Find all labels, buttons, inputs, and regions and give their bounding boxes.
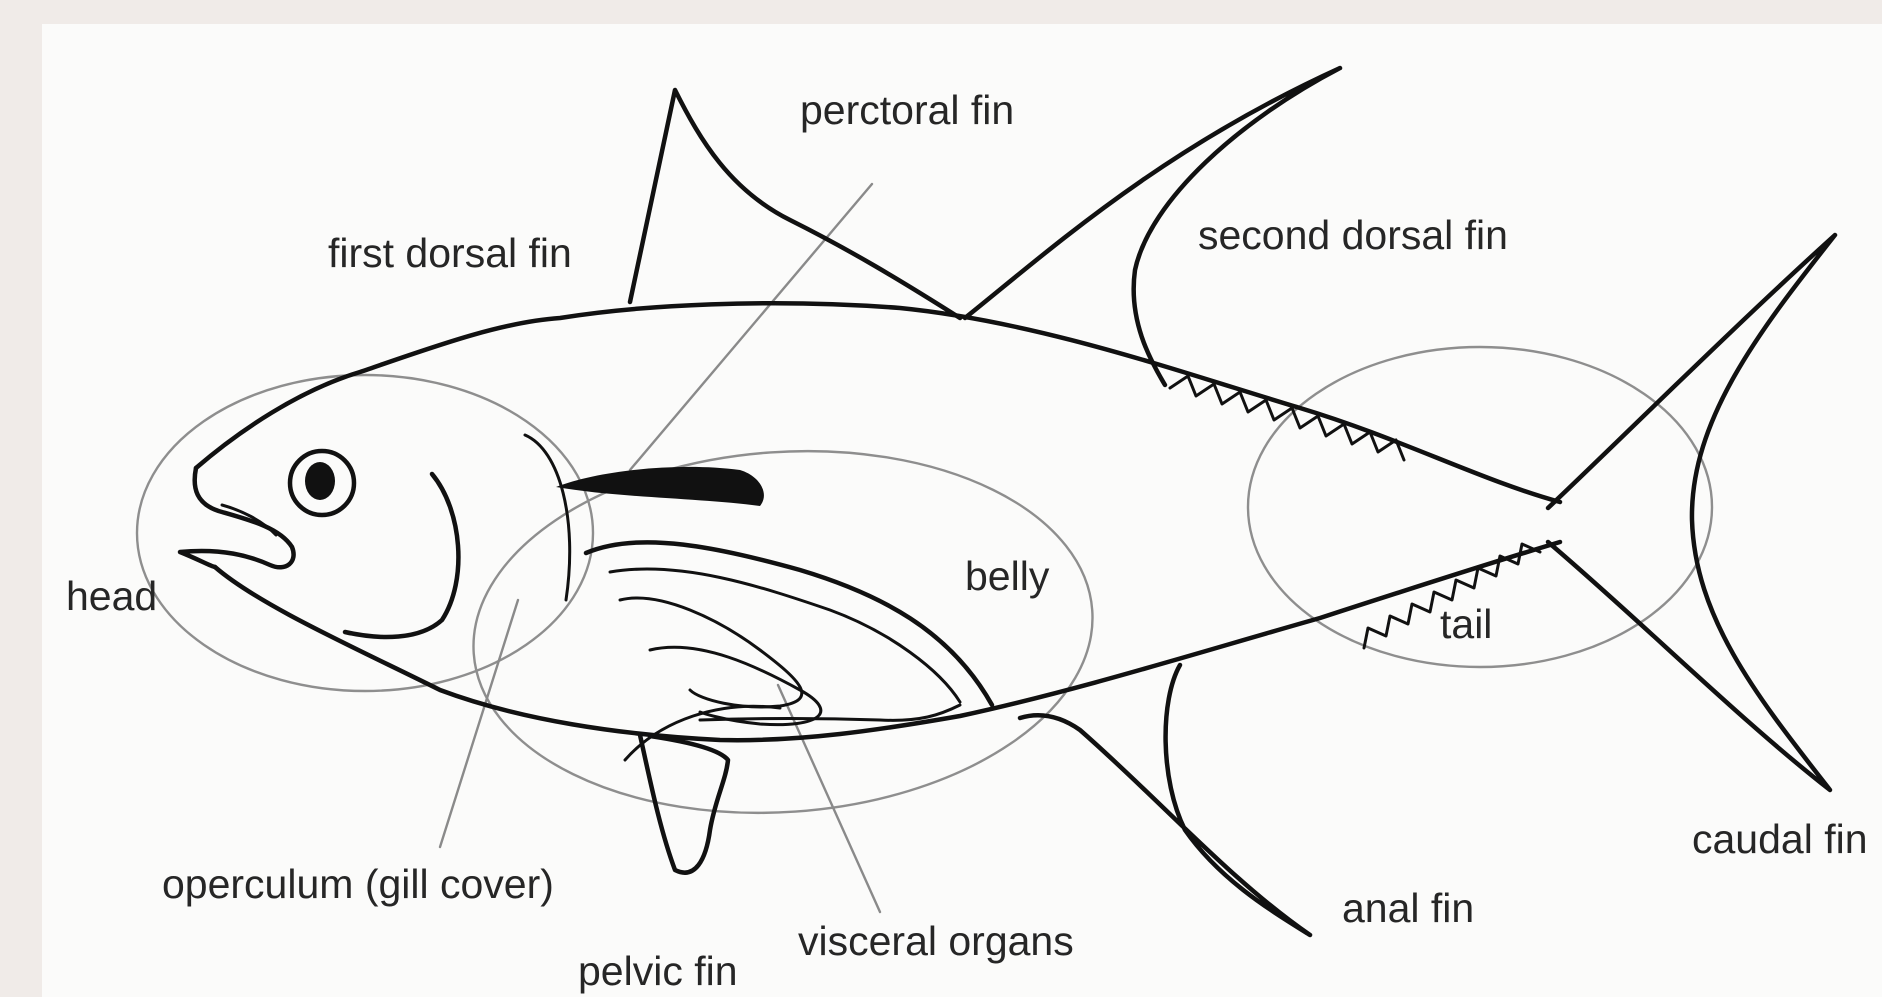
- diagram-panel: [42, 24, 1882, 997]
- label-belly: belly: [965, 553, 1050, 599]
- label-second-dorsal-fin: second dorsal fin: [1198, 212, 1508, 258]
- label-operculum: operculum (gill cover): [162, 861, 554, 907]
- label-head: head: [66, 573, 157, 619]
- label-perctoral-fin: perctoral fin: [800, 87, 1014, 133]
- label-pelvic-fin: pelvic fin: [578, 948, 738, 994]
- label-visceral-organs: visceral organs: [798, 918, 1074, 964]
- label-anal-fin: anal fin: [1342, 885, 1474, 931]
- label-tail: tail: [1440, 601, 1492, 647]
- label-first-dorsal-fin: first dorsal fin: [328, 230, 572, 276]
- label-caudal-fin: caudal fin: [1692, 816, 1868, 862]
